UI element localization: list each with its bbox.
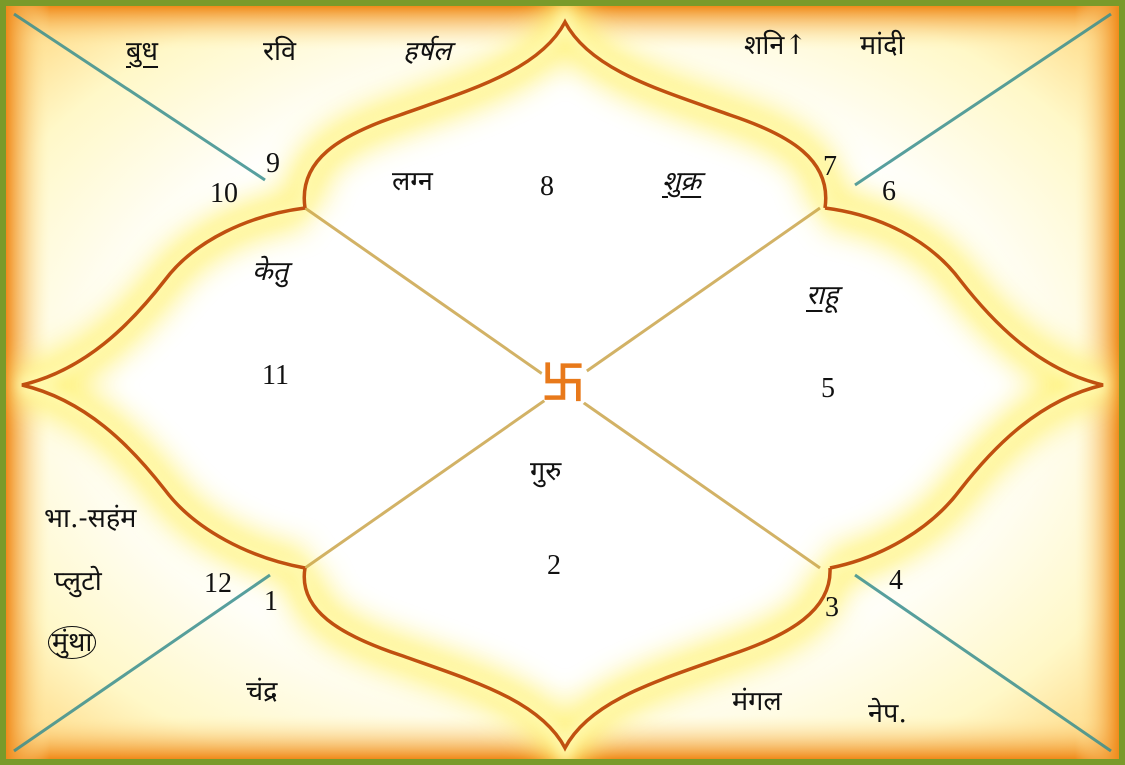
retrograde-arrow-icon: ↑ — [784, 30, 807, 61]
planet-budh: बुध — [126, 38, 158, 65]
planet-rahu: राहू — [806, 282, 838, 309]
planet-mandi: मांदी — [860, 32, 904, 59]
house-number-5: 5 — [821, 375, 835, 403]
planet-ravi: रवि — [263, 38, 296, 65]
planet-lagna: लग्न — [392, 168, 433, 195]
swastika-icon: 卐 — [541, 362, 585, 406]
planet-mangal: मंगल — [732, 688, 782, 715]
planet-ketu: केतु — [252, 258, 288, 285]
muntha: मुंथा — [48, 626, 96, 659]
house-number-8: 8 — [540, 173, 554, 201]
bha-saham: भा.-सहंम — [44, 505, 136, 532]
house-number-4: 4 — [889, 567, 903, 595]
planet-harshal: हर्षल — [403, 38, 451, 65]
house-number-6: 6 — [882, 178, 896, 206]
house-number-12: 12 — [204, 570, 232, 598]
house-number-1: 1 — [264, 588, 278, 616]
planet-guru: गुरु — [530, 458, 561, 485]
planet-shukra: शुक्र — [662, 168, 701, 195]
house-number-9: 9 — [266, 150, 280, 178]
house-number-10: 10 — [210, 180, 238, 208]
planet-nep: नेप. — [868, 700, 907, 727]
planet-chandra: चंद्र — [246, 678, 277, 705]
planet-shani: शनि↑ — [744, 32, 807, 59]
planet-shani-label: शनि — [744, 30, 784, 61]
house-number-2: 2 — [547, 552, 561, 580]
house-number-3: 3 — [825, 594, 839, 622]
planet-pluto: प्लुटो — [54, 568, 102, 595]
house-number-11: 11 — [262, 362, 289, 390]
house-number-7: 7 — [823, 153, 837, 181]
